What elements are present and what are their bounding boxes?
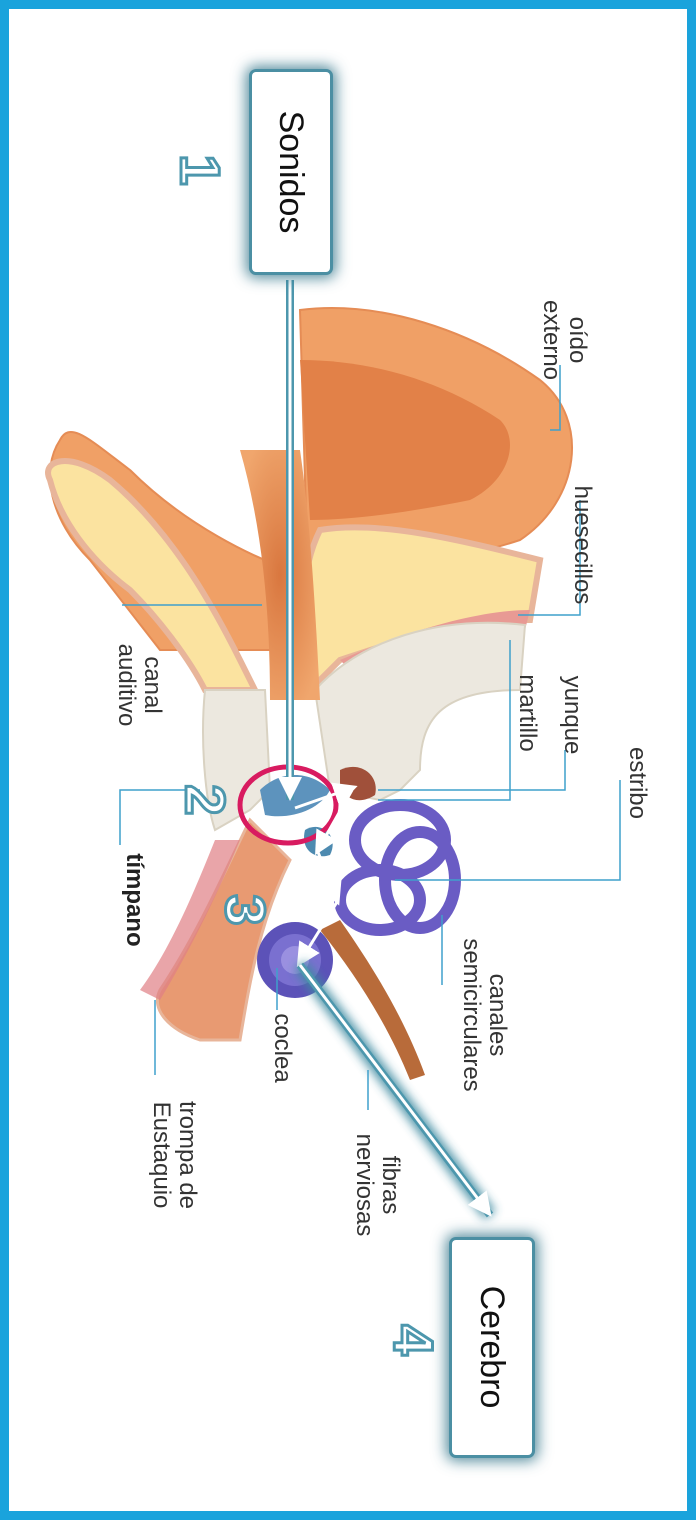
label-hammer: martillo — [510, 663, 540, 763]
semicircular-canals-shape — [340, 805, 455, 930]
step-number-2: 2 — [175, 770, 235, 830]
label-cochlea: coclea — [265, 1008, 295, 1088]
step-number-4: 4 — [383, 1310, 443, 1370]
label-eardrum: tímpano — [117, 845, 147, 955]
brain-box-label: Cerebro — [472, 1267, 512, 1427]
step-number-3: 3 — [215, 880, 275, 940]
label-stirrup: estribo — [620, 738, 650, 828]
label-anvil: yunque — [555, 665, 585, 765]
label-ossicles: huesecillos — [565, 470, 595, 620]
sounds-box-label: Sonidos — [271, 97, 311, 247]
step-number-1: 1 — [170, 140, 230, 200]
